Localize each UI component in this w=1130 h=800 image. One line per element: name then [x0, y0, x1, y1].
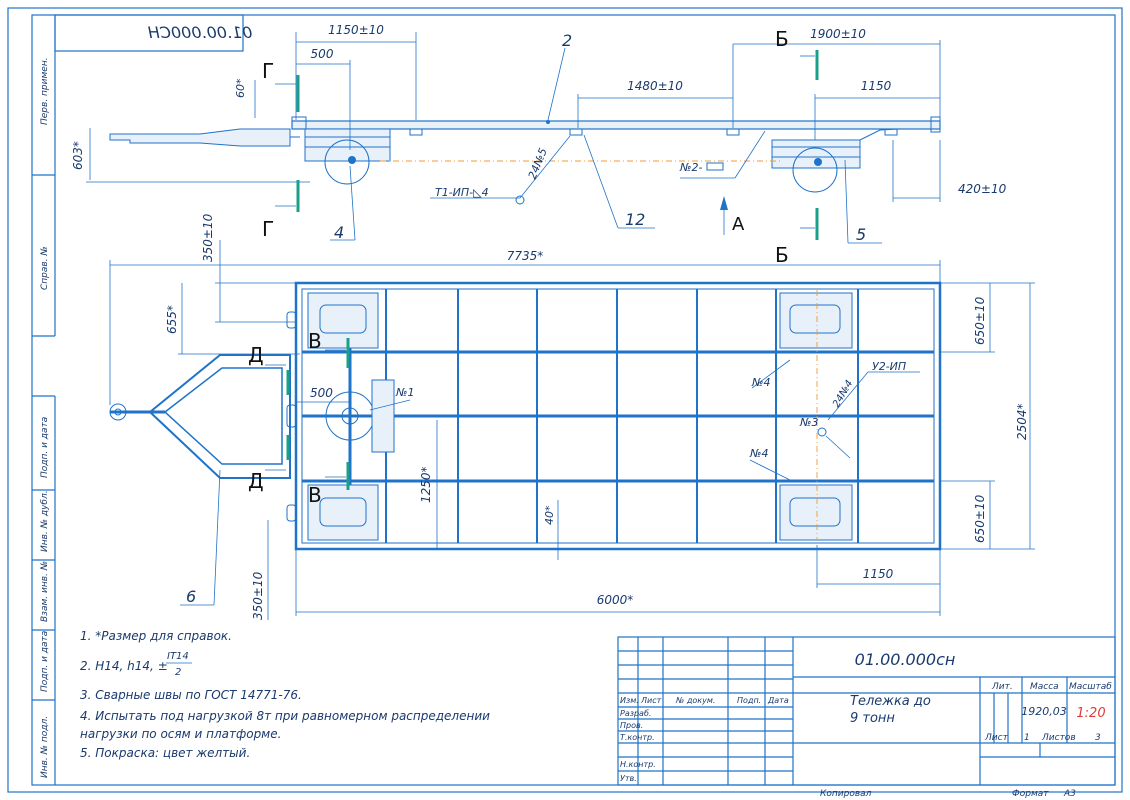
dim-text: 7735* [507, 249, 544, 263]
view-arrow-label: А [732, 214, 745, 235]
callout: 4 [334, 223, 344, 242]
footer-format-value: А3 [1063, 789, 1076, 799]
inner-frame [31, 14, 1116, 786]
callout: 5 [856, 225, 866, 244]
tb-value: 1 [1024, 733, 1030, 743]
tb-role: Т.контр. [620, 733, 655, 742]
section-label: В [308, 329, 322, 353]
side-left-axle [304, 128, 391, 162]
footer-format-label: Формат [1012, 789, 1049, 799]
dim-text: 6000* [597, 593, 634, 607]
tb-scale: 1:20 [1076, 706, 1105, 721]
dim-text: 60* [234, 78, 247, 98]
note-fraction-den: 2 [175, 667, 181, 678]
tb-name: 9 тонн [850, 711, 895, 726]
dim-text: 650±10 [973, 296, 987, 345]
plan-view: 7735* 350±10 655* 500 1250* 40* 350±10 6… [109, 213, 1035, 620]
plan-label: №3 [799, 416, 818, 429]
side-label: Взам. инв. № [40, 561, 50, 622]
side-label: Инв. № подл. [40, 716, 50, 778]
side-label: Подп. и дата [40, 631, 50, 692]
tb-role: Н.контр. [620, 760, 656, 769]
dim-text: 1150 [863, 567, 894, 581]
dim-text: 40* [543, 505, 556, 525]
section-label: Д [248, 469, 264, 493]
note-line: 1. *Размер для справок. [80, 629, 232, 643]
dim-text: 603* [71, 141, 85, 170]
tb-label: Лист [984, 733, 1009, 743]
angle-label: 24№5 [526, 146, 550, 181]
tb-header: Подп. [737, 696, 761, 705]
n2-label: №2- [679, 161, 702, 174]
weld-label: Т1-ИП-◺4 [435, 186, 489, 199]
tb-role: Пров. [620, 721, 643, 730]
notes: 1. *Размер для справок. 2. H14, h14, ± I… [80, 629, 490, 760]
plan-label: №4 [749, 447, 768, 460]
dim-text: 350±10 [201, 213, 215, 262]
dim-text: 650±10 [973, 494, 987, 543]
tb-name: Тележка до [850, 694, 931, 709]
tb-value: 3 [1095, 733, 1101, 743]
callout: 2 [562, 31, 572, 50]
dim-text: 1150±10 [328, 23, 384, 37]
section-label: Г [262, 59, 274, 83]
plan-label: №4 [751, 376, 770, 389]
dim-text: 420±10 [958, 182, 1007, 196]
title-block: 01.00.000сн Тележка до 9 тонн Лит. Масса… [617, 636, 1116, 786]
note-line: 2. H14, h14, ± [80, 659, 168, 673]
dim-text: 2504* [1015, 403, 1029, 440]
dim-text: 655* [165, 305, 179, 334]
note-line: 5. Покраска: цвет желтый. [80, 746, 250, 760]
side-label: Подп. и дата [40, 417, 50, 478]
side-label: Справ. № [40, 246, 50, 290]
tb-header: Лист [640, 696, 662, 705]
section-label: Д [248, 343, 264, 367]
callout: 12 [625, 210, 645, 229]
dim-text: 1900±10 [810, 27, 866, 41]
tb-label: Листов [1041, 733, 1076, 743]
tb-designation: 01.00.000сн [855, 650, 956, 669]
dim-text: 500 [311, 47, 334, 61]
plan-label: №1 [395, 386, 414, 399]
top-stamp: 01.00.000СН [148, 23, 253, 42]
side-main-beam [291, 120, 941, 130]
plan-label: 24№4 [831, 378, 855, 409]
tb-label: Масштаб [1069, 682, 1112, 692]
footer-copied: Копировал [820, 789, 872, 799]
tb-role: Разраб. [620, 709, 651, 718]
dim-text: 1250* [419, 466, 433, 503]
tb-label: Масса [1030, 682, 1059, 692]
note-line: 3. Сварные швы по ГОСТ 14771-76. [80, 688, 302, 702]
dim-text: 350±10 [251, 571, 265, 620]
side-label: Перв. примен. [40, 57, 50, 125]
dim-text: 500 [310, 386, 333, 400]
tb-label: Лит. [991, 682, 1013, 692]
section-label: Б [775, 243, 789, 267]
top-stamp-box [54, 14, 244, 52]
tb-header: Изм. [620, 696, 639, 705]
outer-frame [7, 7, 1123, 793]
tb-role: Утв. [620, 774, 637, 783]
plan-label: У2-ИП [872, 360, 906, 373]
note-line: 4. Испытать под нагрузкой 8т при равноме… [80, 709, 490, 723]
side-label-strip: Перв. примен. Справ. № Подп. и дата Инв.… [40, 57, 50, 778]
tb-mass: 1920,03 [1021, 705, 1067, 718]
section-label: В [308, 483, 322, 507]
dim-text: 1150 [861, 79, 892, 93]
tb-header: Дата [767, 696, 789, 705]
side-label: Инв. № дубл. [40, 490, 50, 552]
callout: 6 [186, 587, 196, 606]
side-view: 1150±10 500 60* 603* 1480±10 1900±10 115… [71, 23, 1007, 267]
note-line: нагрузки по осям и платформе. [80, 727, 281, 741]
section-label: Г [262, 217, 274, 241]
section-label: Б [775, 27, 789, 51]
tb-header: № докум. [675, 696, 715, 705]
note-fraction-num: IT14 [167, 651, 189, 662]
dim-text: 1480±10 [627, 79, 683, 93]
